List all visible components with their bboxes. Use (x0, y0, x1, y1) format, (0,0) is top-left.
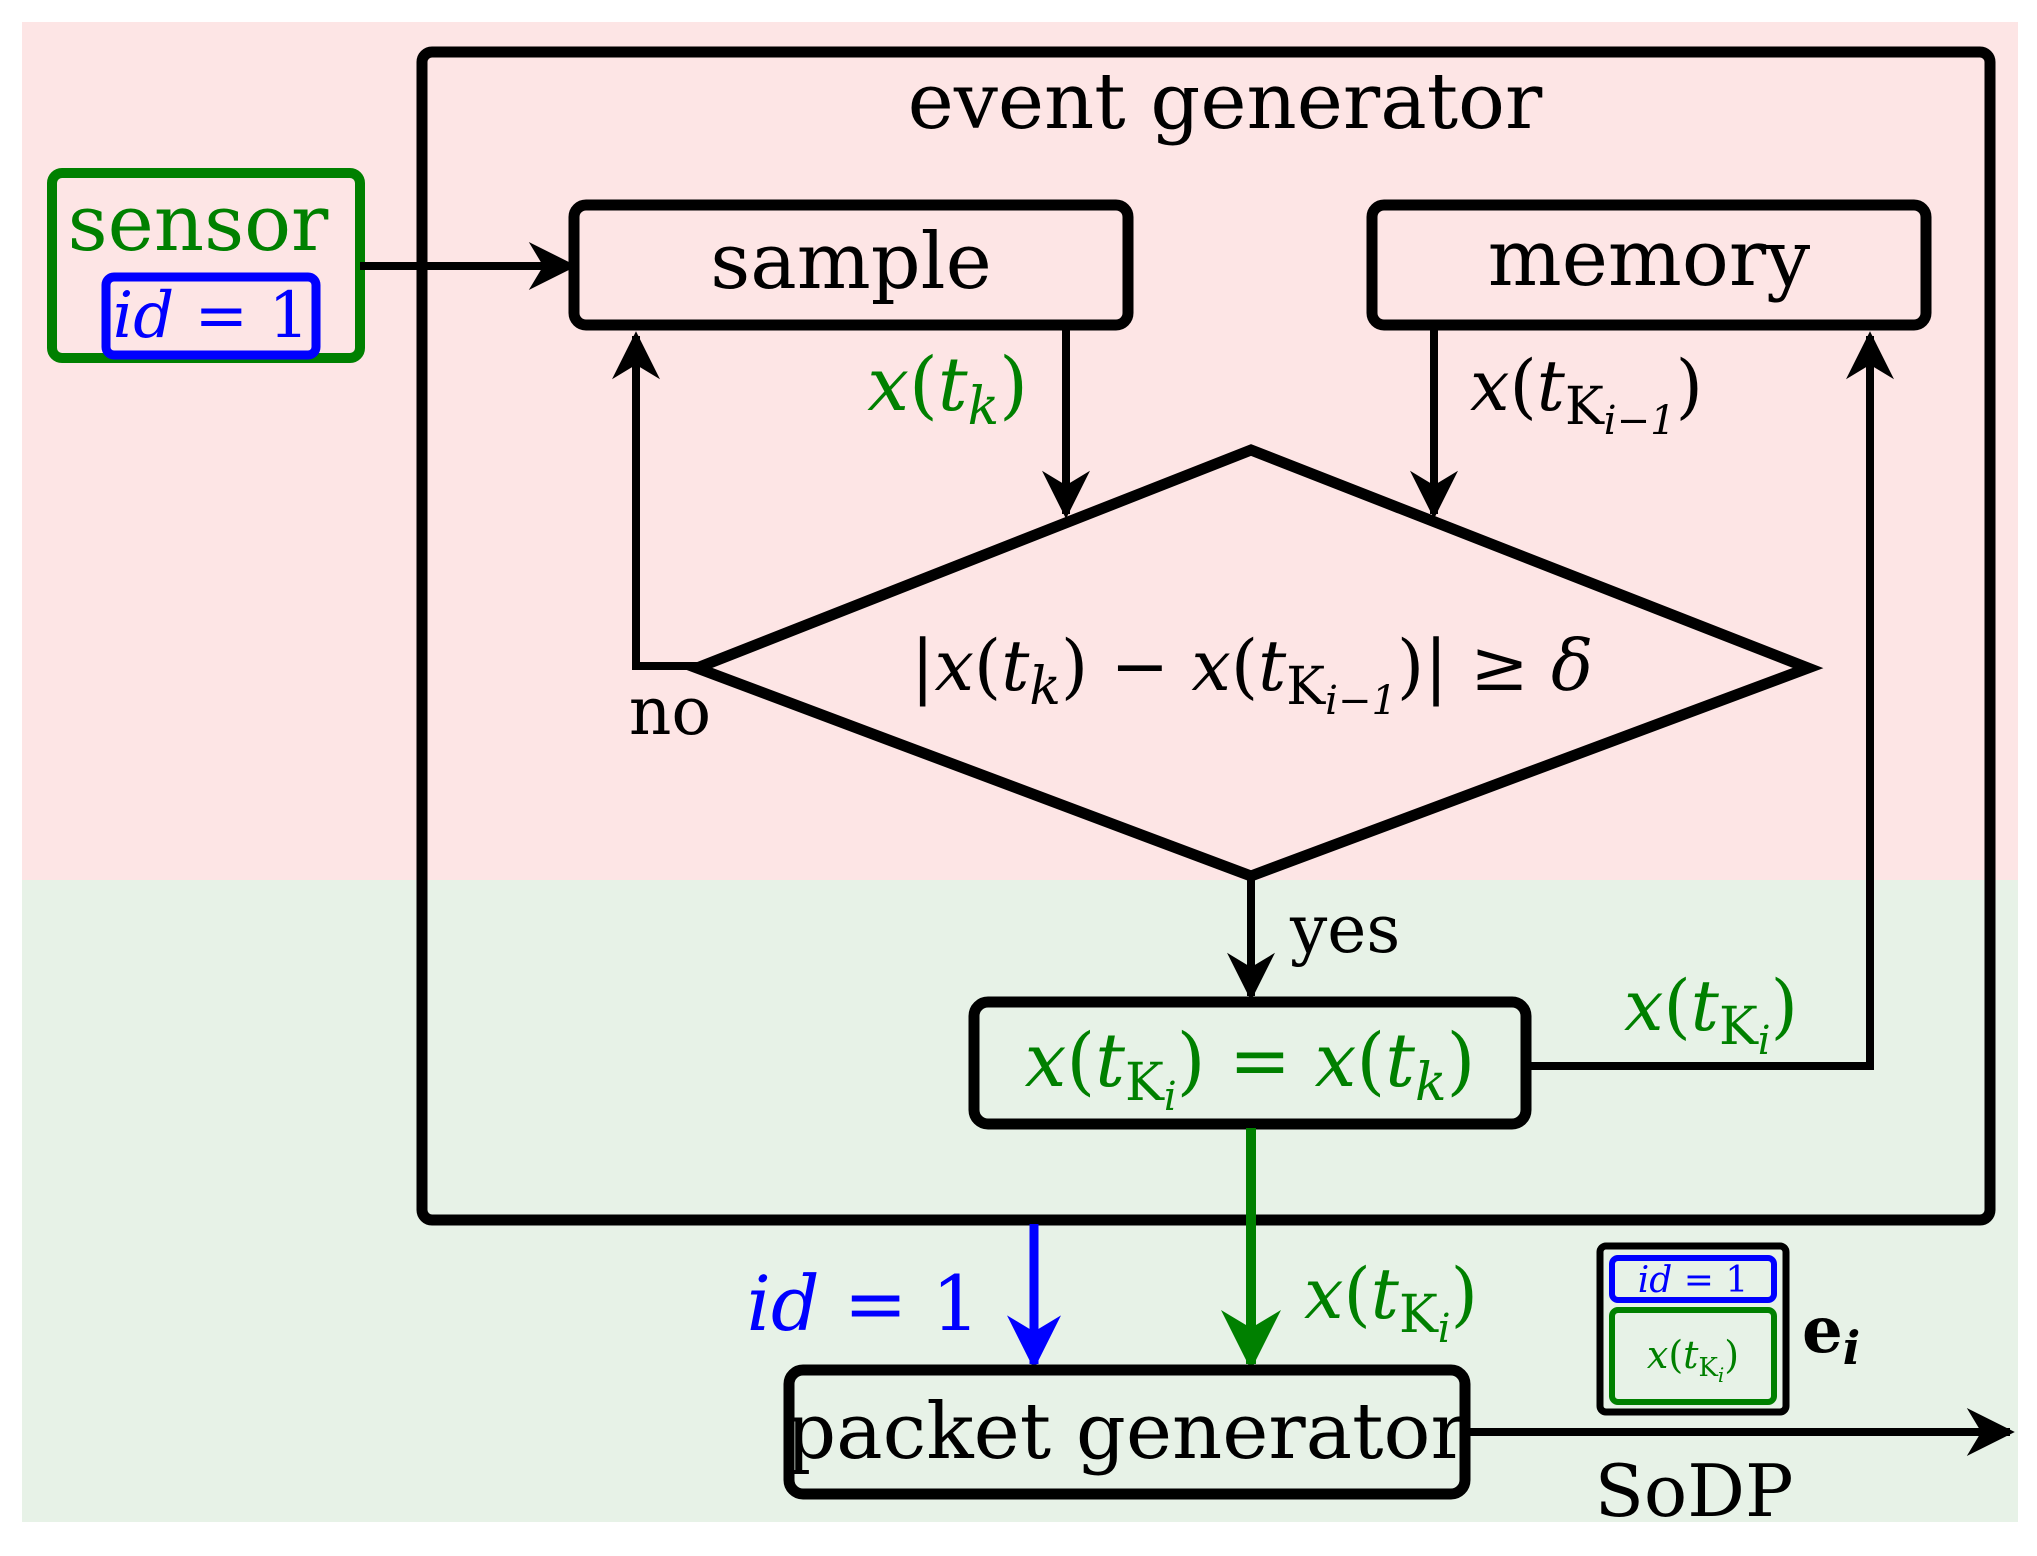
event-generator-frame (416, 46, 1996, 1226)
sample-label: sample (710, 217, 992, 307)
memory-box (1366, 199, 1932, 331)
label-x-tK-i-packet: x(tKi) (1304, 1253, 1478, 1352)
assign-label: x(tKi) = x(tk) (1025, 1018, 1476, 1120)
no-label: no (629, 673, 711, 750)
label-x-tK-i-feedback: x(tKi) (1624, 965, 1798, 1064)
assign-box (968, 996, 1532, 1130)
label-x-tk: x(tk) (867, 342, 1028, 437)
top-band (22, 22, 2018, 880)
label-x-tK-i-minus-1: x(tKi−1) (1470, 345, 1703, 444)
sample-box (568, 199, 1134, 331)
packet-id-label: id = 1 (747, 1259, 980, 1348)
arrow-assign-to-memory (1528, 331, 1894, 1070)
packet-generator-box (783, 1364, 1471, 1500)
decision-condition: |x(tk) − x(tKi−1)| ≥ δ (911, 625, 1593, 724)
arrow-no-loop (612, 331, 700, 670)
event-packet-frame (1596, 1242, 1790, 1416)
event-packet-symbol: ei (1802, 1293, 1860, 1375)
memory-label: memory (1488, 214, 1810, 304)
event-packet-value-label: x(tKi) (1647, 1333, 1739, 1387)
packet-generator-label: packet generator (786, 1387, 1468, 1477)
sensor-label: sensor (68, 179, 329, 269)
sensor-id-label: id = 1 (113, 279, 309, 353)
decision-diamond (681, 444, 1824, 882)
yes-label: yes (1289, 891, 1400, 968)
event-packet-value-box (1609, 1307, 1777, 1405)
sensor-id-box (101, 272, 321, 360)
event-packet-id-box (1609, 1255, 1777, 1303)
event-packet-id-label: id = 1 (1638, 1260, 1749, 1301)
event-generator-title: event generator (908, 57, 1543, 147)
sodp-label: SoDP (1595, 1449, 1794, 1533)
